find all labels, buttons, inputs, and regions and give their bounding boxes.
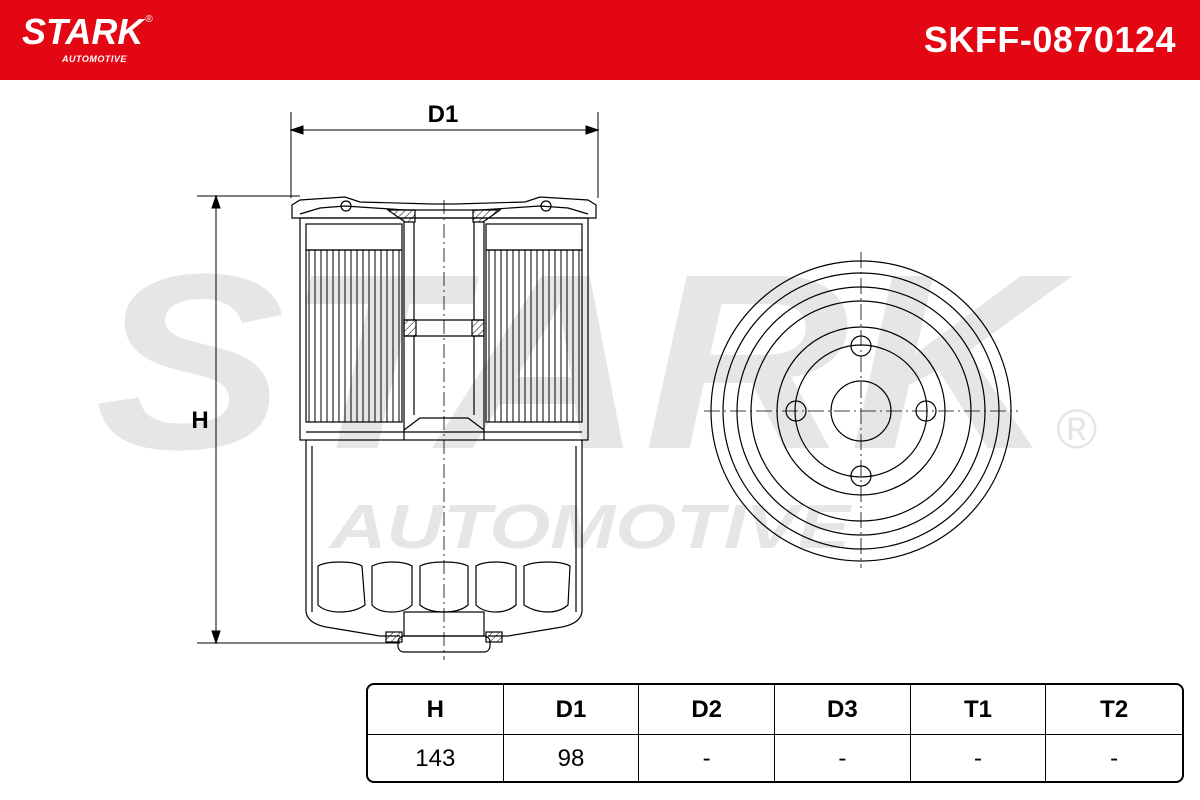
spec-value-d2: - [639,735,775,781]
specification-table: H D1 D2 D3 T1 T2 143 98 - - - - [366,683,1184,783]
technical-drawing: STARK AUTOMOTIVE ® D1 H [95,101,1097,660]
spec-header-t1: T1 [910,685,1047,735]
spec-header-d2: D2 [639,685,775,735]
brand-subtitle: AUTOMOTIVE [62,54,127,64]
watermark-sub: AUTOMOTIVE [327,493,852,562]
spec-header-d1: D1 [503,685,640,735]
spec-value-d1: 98 [504,735,640,781]
watermark: STARK AUTOMOTIVE ® [95,222,1097,562]
watermark-registered-mark: ® [1056,397,1097,460]
dimension-d1-label: D1 [428,101,459,128]
watermark-main: STARK [95,222,1073,501]
brand-name: STARK [22,11,144,52]
part-number: SKFF-0870124 [923,19,1176,60]
spec-header-h: H [368,685,504,735]
header-bar: STARK® AUTOMOTIVE SKFF-0870124 [0,0,1200,80]
spec-value-t2: - [1110,745,1119,772]
filter-top-view [704,252,1018,568]
dimension-d1 [289,112,600,198]
spec-header-t2: T2 [1046,685,1182,735]
dimension-h [197,194,400,645]
spec-header-d3: D3 [775,685,911,735]
brand-registered-mark: ® [145,14,153,25]
brand-logo: STARK® AUTOMOTIVE [22,11,153,65]
filter-side-view [291,196,597,660]
dimension-h-label: H [191,407,208,434]
spec-value-t1: - [911,735,1047,781]
spec-value-d3: - [775,735,911,781]
spec-value-h: 143 [368,735,504,781]
